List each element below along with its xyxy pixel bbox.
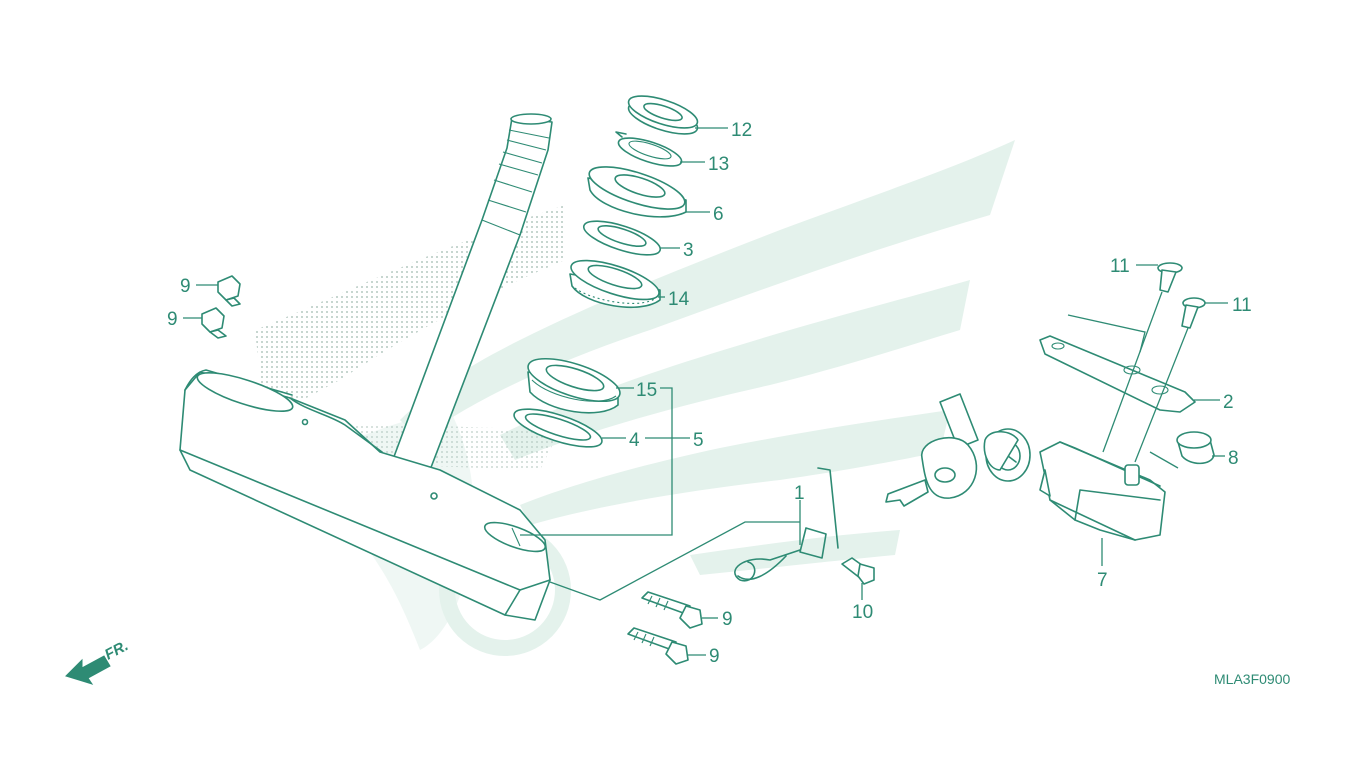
part-3-dust-seal [582,220,662,256]
part-9-bolt-lower [201,307,227,339]
callout-8: 8 [1228,448,1239,469]
part-9-long-bolt-lower [627,627,689,665]
ignition-keys [885,393,1019,507]
part-9-bolt-upper [217,275,241,307]
part-11-screw-lower [1181,297,1206,329]
callout-11-lower: 11 [1232,295,1252,316]
part-2-bracket [1039,335,1196,413]
callout-9-upper-bottom: 9 [722,609,733,630]
front-direction-arrow: FR. [65,637,131,685]
callout-4: 4 [629,430,640,451]
part-4-dust-seal [513,408,603,448]
part-14-bearing [569,259,661,309]
part-13-lock-washer [615,131,683,167]
callout-13: 13 [708,154,729,175]
callout-15: 15 [636,380,657,401]
leader-lines [183,127,1228,656]
callout-2: 2 [1223,392,1234,413]
callout-labels: 12 13 6 3 14 15 4 5 1 10 9 9 9 9 11 11 2… [167,120,1252,667]
part-1-hose-clamp [734,467,839,582]
callout-9-upper-left: 9 [180,276,191,297]
callout-5: 5 [693,430,704,451]
part-10-bolt [841,557,875,585]
part-9-long-bolt-upper [641,591,703,629]
callout-7: 7 [1097,570,1108,591]
part-6-adjusting-nut [587,166,687,218]
callout-10: 10 [852,602,873,623]
callout-6: 6 [713,204,724,225]
callout-9-lower-bottom: 9 [709,646,720,667]
part-8-rubber-cap [1176,431,1215,465]
part-7-ignition-switch [985,428,1166,541]
callout-1: 1 [794,483,805,504]
callout-12: 12 [731,120,752,141]
part-11-screw-upper [1157,262,1183,293]
callout-14: 14 [668,289,690,310]
diagram-code: MLA3F0900 [1214,671,1290,687]
steering-stem [179,113,553,621]
part-12-lock-nut [627,95,699,135]
callout-9-lower-left: 9 [167,309,178,330]
part-15-lower-bearing [527,357,621,414]
callout-3: 3 [683,240,694,261]
callout-11-upper: 11 [1110,256,1130,277]
